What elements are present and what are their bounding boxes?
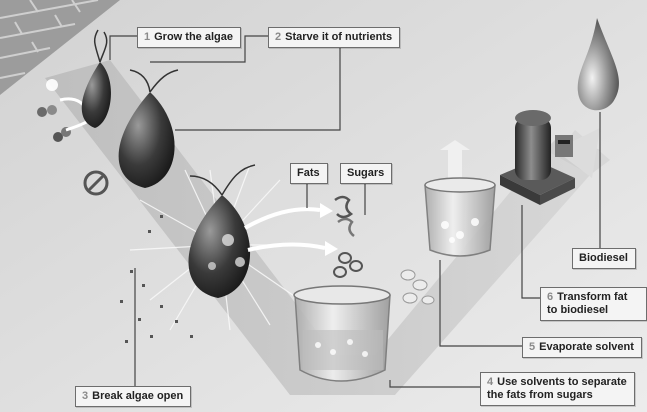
step-1-number: 1 <box>144 31 150 43</box>
step-3-number: 3 <box>82 390 88 402</box>
fats-text: Fats <box>297 167 320 179</box>
step-4-text: Use solvents to separate the fats from s… <box>487 376 627 401</box>
step-1-label: 1 Grow the algae <box>137 27 241 48</box>
step-4-label: 4Use solvents to separate the fats from … <box>480 372 635 406</box>
biodiesel-text: Biodiesel <box>579 252 628 264</box>
biodiesel-label: Biodiesel <box>572 248 636 269</box>
step-5-text: Evaporate solvent <box>539 341 634 353</box>
sugars-text: Sugars <box>347 167 384 179</box>
step-3-label: 3 Break algae open <box>75 386 191 407</box>
light-source-icon <box>46 79 58 91</box>
step-4-number: 4 <box>487 376 493 388</box>
step-3-text: Break algae open <box>92 390 183 402</box>
step-1-text: Grow the algae <box>154 31 233 43</box>
step-6-label: 6Transform fat to biodiesel <box>540 287 647 321</box>
step-6-text: Transform fat to biodiesel <box>547 291 627 316</box>
step-2-label: 2 Starve it of nutrients <box>268 27 400 48</box>
step-6-number: 6 <box>547 291 553 303</box>
sugars-label: Sugars <box>340 163 392 184</box>
fats-label: Fats <box>290 163 328 184</box>
step-2-text: Starve it of nutrients <box>285 31 392 43</box>
solvent-beaker <box>294 286 390 381</box>
step-2-number: 2 <box>275 31 281 43</box>
step-5-label: 5 Evaporate solvent <box>522 337 642 358</box>
step-5-number: 5 <box>529 341 535 353</box>
